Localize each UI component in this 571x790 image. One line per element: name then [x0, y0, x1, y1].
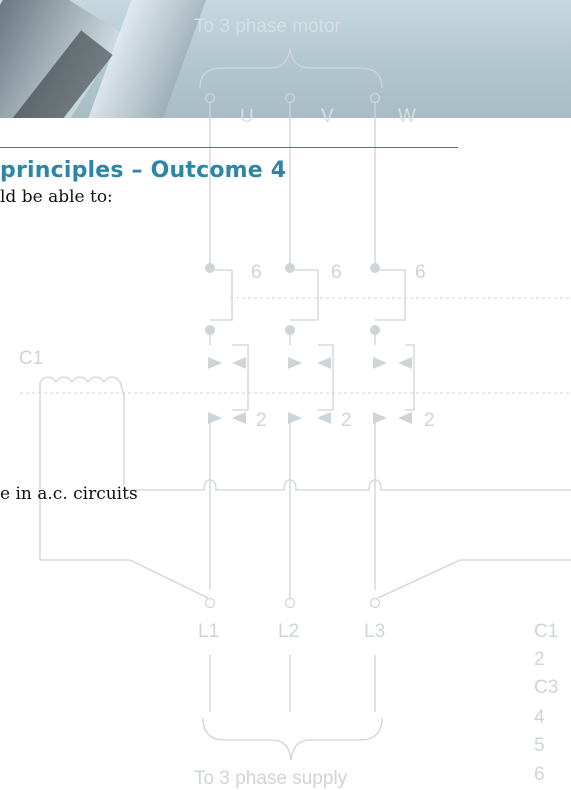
- motor-terminal-label: V: [321, 106, 334, 127]
- supply-terminal-label: L3: [364, 621, 385, 642]
- heading-rule: [0, 147, 458, 148]
- contact-number: 6: [331, 262, 342, 283]
- supply-terminal-label: L2: [278, 621, 299, 642]
- coil-label: C1: [19, 348, 43, 369]
- side-legend-item: C3: [534, 677, 558, 698]
- contact-number: 2: [256, 410, 267, 431]
- contact-number: 6: [251, 262, 262, 283]
- motor-terminal-label: U: [240, 106, 254, 127]
- list-item-text: e in a.c. circuits: [0, 484, 138, 504]
- section-title: principles – Outcome 4: [0, 158, 287, 183]
- contact-number: 2: [424, 410, 435, 431]
- side-legend-item: 2: [534, 649, 545, 670]
- diagram-top-caption: To 3 phase motor: [194, 16, 341, 37]
- side-legend-item: 5: [534, 735, 545, 756]
- contact-number: 6: [415, 262, 426, 283]
- intro-text: ld be able to:: [0, 187, 113, 207]
- supply-terminal-label: L1: [198, 621, 219, 642]
- motor-terminal-label: W: [398, 106, 416, 127]
- diagram-bottom-caption: To 3 phase supply: [194, 768, 348, 789]
- contact-number: 2: [341, 410, 352, 431]
- side-legend-item: 4: [534, 707, 545, 728]
- side-legend-item: C1: [534, 621, 558, 642]
- side-legend-item: 6: [534, 764, 545, 785]
